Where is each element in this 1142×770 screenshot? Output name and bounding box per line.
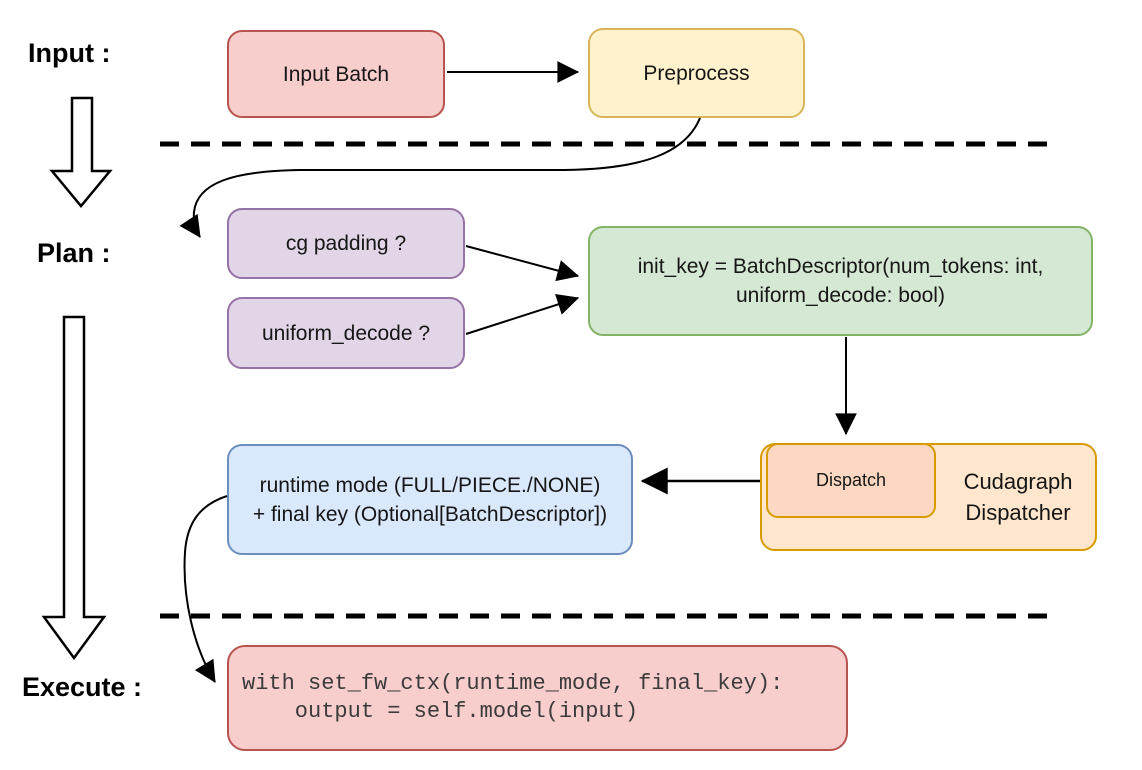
node-init-key: init_key = BatchDescriptor(num_tokens: i…: [588, 226, 1093, 336]
node-uniform-decode: uniform_decode ?: [227, 297, 465, 369]
big-down-arrow-plan-execute-icon: [41, 315, 107, 661]
node-cg-padding-label: cg padding ?: [285, 232, 407, 255]
edge-uniform-decode-to-init-key: [465, 293, 580, 335]
edge-cg-padding-to-init-key: [465, 245, 580, 282]
node-dispatch: Dispatch: [766, 443, 936, 518]
node-runtime-mode: runtime mode (FULL/PIECE./NONE) + final …: [227, 444, 633, 555]
node-preprocess: Preprocess: [588, 28, 805, 118]
big-down-arrow-input-plan-icon: [49, 96, 113, 208]
node-runtime-mode-label: runtime mode (FULL/PIECE./NONE) + final …: [252, 473, 608, 526]
node-input-batch-label: Input Batch: [282, 62, 390, 86]
node-dispatch-label: Dispatch: [815, 470, 887, 490]
node-input-batch: Input Batch: [227, 30, 445, 118]
edge-runtime-mode-to-execute-code: [183, 495, 228, 683]
node-cudagraph-dispatcher-label: Cudagraph Dispatcher: [963, 469, 1073, 525]
node-uniform-decode-label: uniform_decode ?: [261, 321, 431, 345]
stage-label-execute: Execute :: [22, 672, 143, 702]
node-execute-code: with set_fw_ctx(runtime_mode, final_key)…: [227, 645, 848, 751]
stage-label-plan: Plan :: [37, 238, 111, 268]
node-cg-padding: cg padding ?: [227, 208, 465, 279]
stage-label-input: Input :: [28, 38, 111, 68]
node-preprocess-label: Preprocess: [643, 61, 750, 85]
node-execute-code-text: with set_fw_ctx(runtime_mode, final_key)…: [242, 671, 784, 724]
node-init-key-label: init_key = BatchDescriptor(num_tokens: i…: [637, 255, 1044, 307]
